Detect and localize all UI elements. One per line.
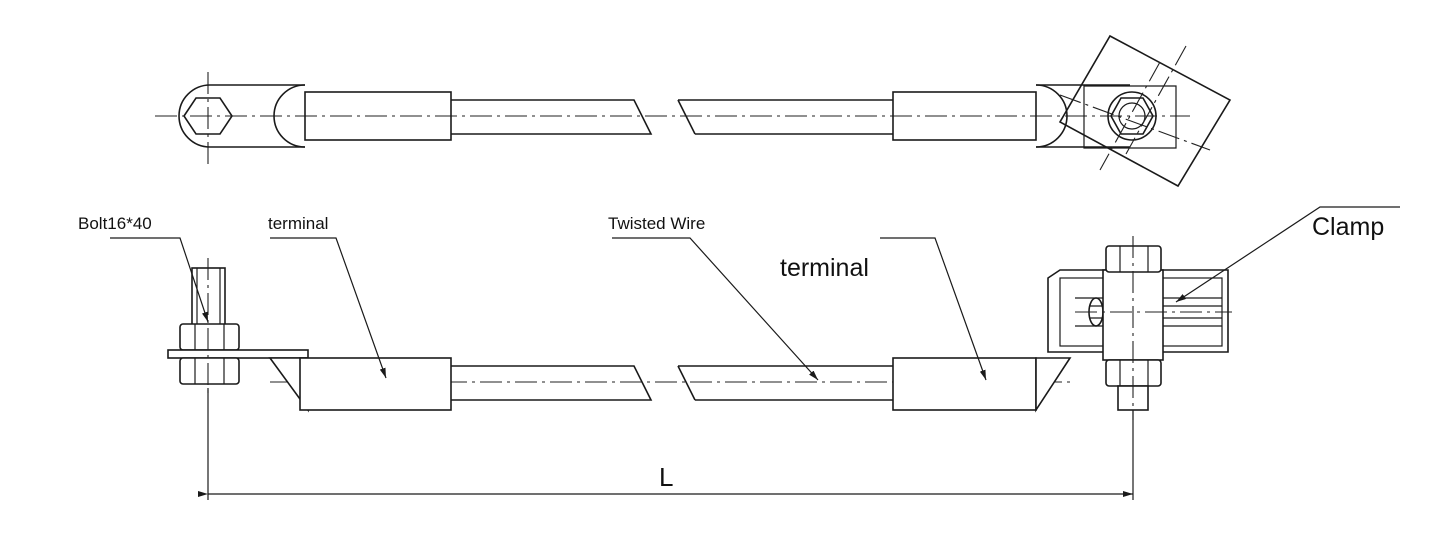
terminal-right-label: terminal [780, 254, 869, 282]
clamp-body-top [1083, 85, 1177, 149]
terminal-right-leader [880, 237, 987, 381]
length-label: L [659, 462, 673, 492]
right-wire-segment [677, 99, 893, 135]
terminal-left-leader [270, 237, 387, 379]
clamp-assembly [1047, 236, 1232, 420]
right-lug-body [1036, 84, 1130, 148]
left-terminal-barrel [304, 91, 452, 141]
front-view [110, 206, 1400, 500]
right-hex-nut [1110, 97, 1154, 135]
bolt-label: Bolt16*40 [78, 214, 152, 233]
right-bolt-hole [1118, 102, 1146, 130]
twisted-wire-label: Twisted Wire [608, 214, 705, 233]
top-view [155, 34, 1232, 188]
left-terminal-front [299, 357, 452, 411]
bolt-nut-top [179, 323, 240, 351]
twisted-wire-leader [612, 237, 819, 381]
right-terminal-taper [1035, 357, 1072, 413]
right-clamp-washer [1107, 91, 1157, 141]
left-lug-eye [178, 84, 305, 148]
terminal-left-label: terminal [268, 214, 328, 233]
left-wire-segment [451, 99, 653, 135]
right-terminal-barrel [892, 91, 1037, 141]
clamp-label: Clamp [1312, 213, 1384, 241]
clamp-center-line-c [1059, 94, 1211, 151]
clamp-leader [1175, 206, 1400, 303]
lug-tongue [167, 349, 309, 359]
bolt-leader [110, 237, 209, 323]
bolt-head [179, 357, 240, 385]
left-lug-crimp-arc [273, 84, 306, 148]
right-lug-crimp-arc [1035, 84, 1068, 148]
left-bolt-assembly [167, 258, 309, 395]
clamp-center-line-b [1125, 45, 1187, 155]
right-terminal-front [892, 357, 1037, 411]
clamp-center-line-a [1099, 61, 1161, 171]
clamp-rotated-outline [1058, 34, 1232, 188]
left-hex-bolt-head [183, 97, 233, 135]
left-wire-front [451, 365, 653, 401]
right-wire-front [677, 365, 893, 401]
